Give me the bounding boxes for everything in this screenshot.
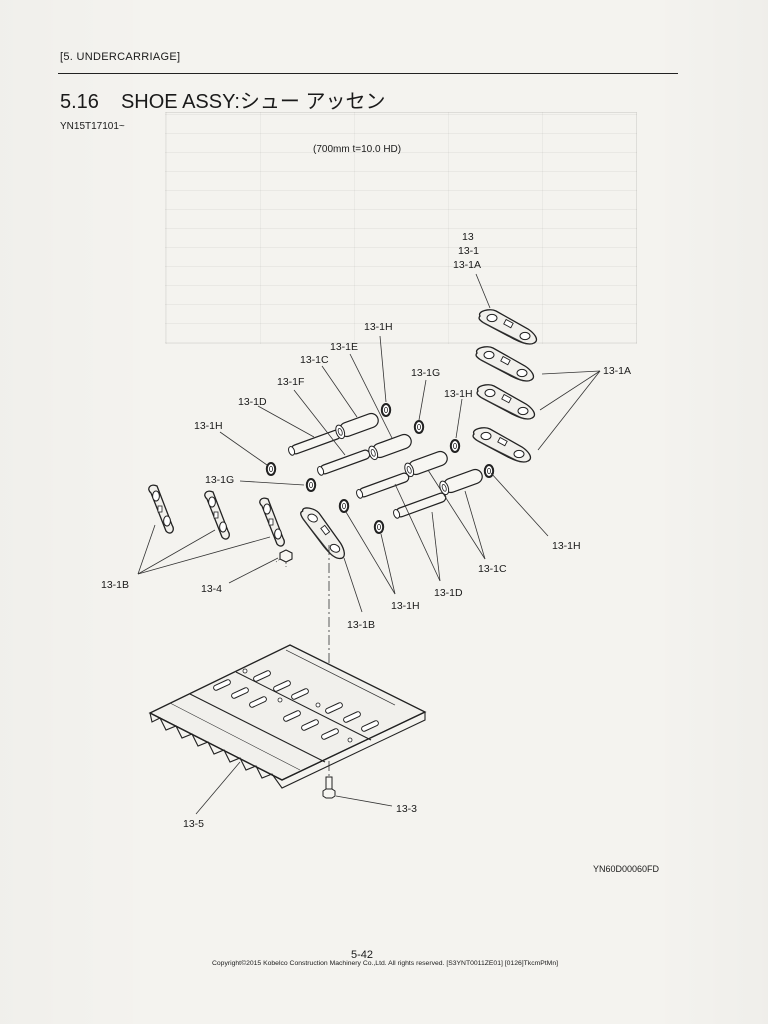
callout-13-1b-left: 13-1B [101, 579, 129, 591]
title-text: SHOE ASSY:シュー アッセン [120, 91, 386, 113]
header-rule [58, 73, 678, 74]
spacer-13-1g-left [305, 478, 317, 492]
track-shoe-13-5 [148, 644, 427, 789]
seal-13-1h-c [265, 462, 277, 476]
callout-13-1: 13-1 [458, 245, 479, 257]
copyright-notice: Copyright©2015 Kobelco Construction Mach… [211, 960, 559, 967]
page-title: 5.16 SHOE ASSY:シュー アッセン [60, 85, 385, 114]
bush-13-1c-low [437, 466, 485, 497]
callout-13-1e: 13-1E [330, 341, 358, 353]
link-13-1a-3 [476, 384, 536, 420]
callout-13-1c-top: 13-1C [300, 354, 329, 366]
callout-13: 13 [462, 231, 474, 243]
callout-13-1a-top: 13-1A [453, 259, 481, 271]
shoe-spec: (700mm t=10.0 HD) [313, 144, 402, 155]
bush-13-1c-mid [402, 448, 450, 479]
title-number: 5.16 [60, 91, 99, 113]
seal-13-1h-d [338, 499, 350, 513]
bush-13-1e [366, 431, 414, 462]
link-13-1b-1 [148, 484, 174, 534]
seal-13-1h-right [483, 464, 495, 478]
callout-13-1a-right: 13-1A [603, 365, 631, 377]
bolt-13-3 [322, 776, 336, 799]
callout-13-1c-bottom: 13-1C [478, 563, 507, 575]
seal-13-1h-b [449, 439, 461, 453]
callout-13-5: 13-5 [183, 818, 204, 830]
callout-13-3: 13-3 [396, 803, 417, 815]
link-13-1a-4 [472, 427, 532, 463]
pin-13-1d-top [286, 428, 343, 457]
spacer-13-1g-top [413, 420, 425, 434]
callout-13-1f: 13-1F [277, 376, 304, 388]
drawing-id: YN60D00060FD [593, 864, 660, 874]
leader-lines [137, 273, 601, 815]
page-number: 5-42 [351, 949, 374, 961]
callout-13-1d-bottom: 13-1D [434, 587, 463, 599]
callout-13-1b-bottom: 13-1B [347, 619, 375, 631]
nut-13-4 [279, 549, 293, 563]
bleed-through-table [165, 112, 637, 344]
pin-13-1d-mid [354, 471, 411, 500]
bush-13-1c-top [333, 410, 381, 441]
serial-range: YN15T17101~ [60, 121, 125, 132]
callout-13-4: 13-4 [201, 583, 222, 595]
callout-13-1g-top: 13-1G [411, 367, 440, 379]
link-13-1a-2 [475, 346, 535, 382]
seal-13-1h-e [373, 520, 385, 534]
callout-13-1g-left: 13-1G [205, 474, 234, 486]
link-13-1b-2 [204, 490, 230, 540]
seal-13-1h-a [380, 403, 392, 417]
link-13-1a-1 [478, 309, 538, 345]
callout-13-1h-bottom: 13-1H [391, 600, 420, 612]
callout-13-1h-b: 13-1H [444, 388, 473, 400]
callout-13-1d-top: 13-1D [238, 396, 267, 408]
section-header: [5. UNDERCARRIAGE] [60, 51, 181, 63]
callout-13-1h-c: 13-1H [194, 420, 223, 432]
callout-13-1h-a: 13-1H [364, 321, 393, 333]
callout-13-1h-right: 13-1H [552, 540, 581, 552]
